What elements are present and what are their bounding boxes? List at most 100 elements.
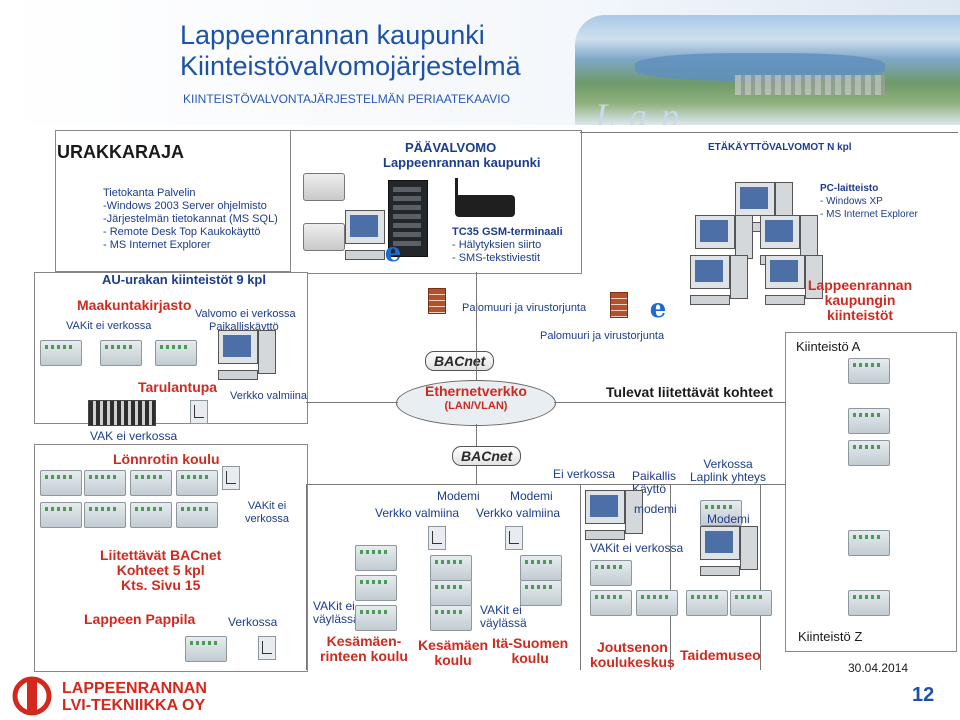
- info-line: koulukeskus: [590, 654, 675, 670]
- remote-pc-icon: [765, 255, 823, 307]
- controller-icon: [430, 605, 472, 631]
- server-line: - Remote Desk Top Kaukokäyttö: [103, 226, 261, 238]
- server-line: -Windows 2003 Server ohjelmisto: [103, 200, 267, 212]
- printer-icon: [303, 223, 345, 251]
- info-line: Itä-Suomen: [492, 635, 569, 651]
- page-number: 12: [912, 684, 935, 706]
- info-line: VAKit ei: [247, 500, 287, 512]
- ethernet-line: (LAN/VLAN): [444, 400, 508, 412]
- kesamaenrinne-label: Kesämäen- rinteen koulu: [320, 634, 408, 664]
- workstation-icon: [345, 210, 403, 262]
- controller-icon: [176, 502, 218, 528]
- controller-icon: [130, 502, 172, 528]
- building-z-label: Kiinteistö Z: [798, 629, 863, 644]
- controller-icon: [130, 470, 172, 496]
- branch-line: [306, 484, 785, 485]
- urakkaraja-box: [55, 130, 307, 272]
- info-line: rinteen koulu: [320, 648, 408, 664]
- internet-explorer-icon: e: [649, 294, 667, 324]
- verkossa-laplink-info: Verkossa Laplink yhteys: [690, 458, 766, 484]
- tarulantupa-label: Tarulantupa: [138, 379, 218, 395]
- remote-pc-icon: [690, 255, 748, 307]
- ethernet-label: Ethernetverkko (LAN/VLAN): [425, 384, 527, 414]
- controller-icon: [185, 636, 227, 662]
- controller-icon: [100, 340, 142, 366]
- gsm-terminal-icon: [455, 195, 515, 217]
- info-line: VAKit ei: [313, 599, 355, 613]
- controller-icon: [430, 555, 472, 581]
- controller-icon: [40, 340, 82, 366]
- vakit-vaylassa-info: VAKit ei väylässä: [480, 604, 527, 630]
- company-name-line: LAPPEENRANNAN: [62, 680, 207, 697]
- title-line-2: Kiinteistövalvomojärjestelmä: [180, 51, 521, 81]
- branch-line: [760, 484, 761, 670]
- network-backbone-line: [554, 402, 785, 403]
- vakit-not-networked: VAKit ei verkossa: [66, 320, 152, 332]
- server-info: Tietokanta Palvelin -Windows 2003 Server…: [103, 187, 278, 252]
- branch-line: [306, 484, 307, 670]
- bacnet-logo: BACnet: [425, 351, 495, 371]
- server-line: - MS Internet Explorer: [103, 239, 211, 251]
- title-line-1: Lappeenrannan kaupunki: [180, 20, 485, 50]
- city-line: Lappeenrannan: [807, 277, 913, 293]
- printer-icon: [303, 173, 345, 201]
- vakit-ei-verkossa-info: VAKit ei verkossa: [245, 500, 289, 526]
- gsm-antenna: [455, 178, 458, 198]
- controller-icon: [848, 358, 890, 384]
- pc-line: - MS Internet Explorer: [820, 209, 918, 220]
- ei-verkossa-label: Ei verkossa: [553, 467, 616, 481]
- maakuntakirjasto-label: Maakuntakirjasto: [77, 297, 192, 313]
- branch-line: [580, 484, 581, 670]
- firewall-label: Palomuuri ja virustorjunta: [540, 330, 665, 342]
- trend-display-icon: [258, 636, 276, 660]
- company-logo-icon: [12, 676, 52, 716]
- pc-line: - Windows XP: [820, 196, 883, 207]
- controller-icon: [636, 590, 678, 616]
- controller-icon: [355, 545, 397, 571]
- local-pc-icon: [585, 490, 643, 542]
- kesamaen-koulu-label: Kesämäen koulu: [418, 638, 488, 668]
- network-backbone-line: [306, 402, 398, 403]
- vakit-ei-verkossa-label: VAKit ei verkossa: [590, 541, 684, 555]
- modemi-label: Modemi: [707, 512, 750, 526]
- firewall-icon: [610, 292, 628, 318]
- verkossa-label: Verkossa: [228, 615, 278, 629]
- trend-display-icon: [222, 466, 240, 490]
- lappeen-pappila-label: Lappeen Pappila: [84, 611, 196, 627]
- local-pc-icon: [218, 330, 276, 382]
- controller-icon: [730, 590, 772, 616]
- info-line: Kohteet 5 kpl: [116, 562, 205, 578]
- controller-icon: [590, 560, 632, 586]
- company-name-line: LVI-TEKNIIKKA OY: [62, 697, 206, 714]
- controller-icon: [40, 502, 82, 528]
- controller-icon: [176, 470, 218, 496]
- date-label: 30.04.2014: [848, 661, 909, 675]
- remote-pc-icon: [735, 182, 793, 234]
- info-line: Kts. Sivu 15: [120, 577, 201, 593]
- vakit-vaylassa-info: VAKit ei väylässä: [313, 600, 360, 626]
- info-line: Verkossa: [703, 457, 753, 471]
- server-line: -Järjestelmän tietokannat (MS SQL): [103, 213, 278, 225]
- info-line: Kesämäen-: [326, 633, 402, 649]
- verkko-valmiina-label: Verkko valmiina: [476, 506, 561, 520]
- gsm-line: - SMS-tekstiviestit: [452, 252, 541, 264]
- controller-icon: [848, 530, 890, 556]
- bacnet-logo: BACnet: [452, 446, 522, 466]
- ita-suomen-label: Itä-Suomen koulu: [492, 636, 568, 666]
- internet-explorer-icon: e: [384, 238, 402, 268]
- verkko-valmiina-label: Verkko valmiina: [230, 390, 308, 402]
- controller-icon: [155, 340, 197, 366]
- info-line: väylässä: [480, 616, 527, 630]
- controller-icon: [848, 408, 890, 434]
- trend-display-icon: [505, 526, 523, 550]
- trend-display-icon: [428, 526, 446, 550]
- branch-line: [670, 484, 671, 670]
- controller-icon: [700, 500, 742, 526]
- etakaytto-heading: ETÄKÄYTTÖVALVOMOT N kpl: [708, 142, 852, 153]
- info-line: Kesämäen: [418, 637, 489, 653]
- info-line: väylässä: [313, 612, 360, 626]
- controller-icon: [520, 580, 562, 606]
- trend-display-icon: [190, 400, 208, 424]
- pc-line: PC-laitteisto: [820, 183, 879, 194]
- info-line: koulu: [511, 650, 549, 666]
